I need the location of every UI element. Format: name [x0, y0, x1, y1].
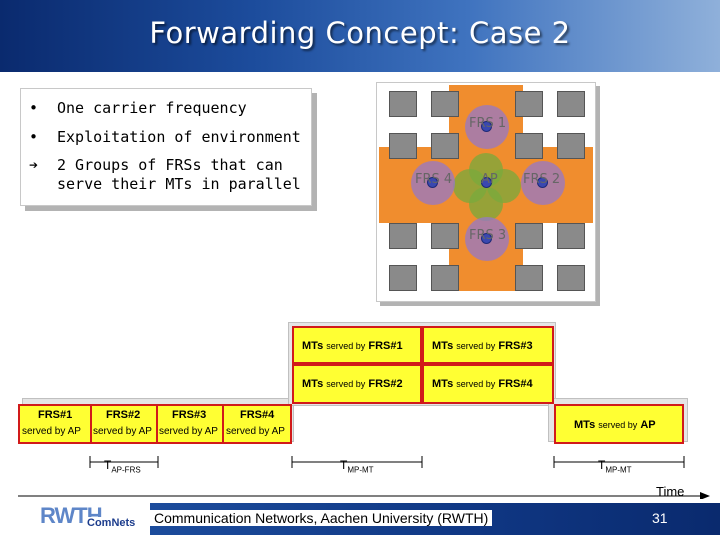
building [389, 265, 417, 291]
slot-frs2-served-by-ap: FRS#2 served by AP [90, 404, 158, 444]
slot-mt-text: MTs served by AP [574, 419, 656, 431]
slot-mt-text: MTs served by FRS#2 [302, 378, 403, 390]
bullet-one-carrier: One carrier frequency [57, 99, 247, 117]
building [515, 91, 543, 117]
slot-mt-small: served by [456, 379, 496, 389]
slot-mt-small: served by [456, 341, 496, 351]
frs4-node [427, 177, 438, 188]
network-diagram: FRS 1 FRS 4 AP FRS 2 FRS 3 [376, 82, 596, 302]
slot-frs1-served-by-ap: FRS#1 served by AP [18, 404, 92, 444]
slot-mt-text: MTs served by FRS#3 [432, 340, 533, 352]
building [389, 91, 417, 117]
slot-frs4-served-by-ap: FRS#4 served by AP [222, 404, 292, 444]
slot-mt-ap: AP [640, 419, 656, 431]
bullet-exploitation: Exploitation of environment [57, 128, 301, 146]
slot-mt-big: MTs [574, 419, 596, 431]
slot-mts-frs4: MTs served by FRS#4 [422, 364, 554, 404]
t-mp-mt-label-2: TMP-MT [598, 458, 632, 474]
ap-node [481, 177, 492, 188]
frs2-label: FRS 2 [523, 172, 561, 187]
slot-mt-small: served by [326, 379, 366, 389]
building [431, 91, 459, 117]
building [515, 223, 543, 249]
title-bar [0, 0, 720, 72]
building [515, 265, 543, 291]
slot-label: FRS#1 [38, 409, 73, 421]
page-number: 31 [652, 510, 668, 526]
building [557, 133, 585, 159]
t-mp-mt-label-1: TMP-MT [340, 458, 374, 474]
time-axis-label: Time [656, 484, 685, 499]
bullet-glyph: • [29, 128, 39, 146]
arrow-line-2: serve their MTs in parallel [57, 175, 301, 193]
timing-arrows [18, 456, 710, 500]
t-sub: AP-FRS [111, 465, 141, 475]
t-sub: MP-MT [347, 465, 374, 475]
building [557, 265, 585, 291]
frs2-node [537, 177, 548, 188]
frs3-label: FRS 3 [469, 228, 507, 243]
slot-label: FRS#4 [240, 409, 275, 421]
t-main: T [598, 458, 606, 472]
t-ap-frs-label: TAP-FRS [104, 458, 141, 474]
slide-title: Forwarding Concept: Case 2 [149, 16, 571, 50]
slot-sub-label: served by AP [159, 426, 218, 437]
slot-label: FRS#3 [172, 409, 207, 421]
bullet-glyph: • [29, 99, 39, 117]
t-main: T [104, 458, 112, 472]
slot-mt-frs: FRS#3 [498, 340, 533, 352]
bullet-box: • One carrier frequency • Exploitation o… [20, 88, 312, 206]
ap-label: AP [481, 172, 498, 187]
slot-mts-ap: MTs served by AP [554, 404, 684, 444]
logo-sub-text: ComNets [86, 517, 137, 529]
building [389, 223, 417, 249]
slot-mt-frs: FRS#2 [368, 378, 403, 390]
slot-label: FRS#2 [106, 409, 141, 421]
slot-mts-frs2: MTs served by FRS#2 [292, 364, 422, 404]
slot-sub-label: served by AP [226, 426, 285, 437]
slot-frs3-served-by-ap: FRS#3 served by AP [156, 404, 224, 444]
building [557, 91, 585, 117]
slot-mt-small: served by [326, 341, 366, 351]
slot-mt-big: MTs [302, 340, 324, 352]
slot-mts-frs3: MTs served by FRS#3 [422, 326, 554, 364]
t-sub: MP-MT [605, 465, 632, 475]
slot-sub-label: served by AP [22, 426, 81, 437]
slot-mt-big: MTs [302, 378, 324, 390]
frs1-node [481, 121, 492, 132]
building [431, 133, 459, 159]
arrow-line-1: 2 Groups of FRSs that can [57, 156, 283, 174]
slot-mt-frs: FRS#1 [368, 340, 403, 352]
slot-mt-frs: FRS#4 [498, 378, 533, 390]
slot-mt-small: served by [598, 420, 638, 430]
building [431, 223, 459, 249]
arrow-icon: ➔ [29, 156, 39, 174]
slot-mts-frs1: MTs served by FRS#1 [292, 326, 422, 364]
building [389, 133, 417, 159]
slot-mt-big: MTs [432, 340, 454, 352]
frs1-label: FRS 1 [469, 116, 507, 131]
slot-mt-text: MTs served by FRS#4 [432, 378, 533, 390]
ap-coverage [487, 169, 521, 203]
building [557, 223, 585, 249]
frs3-node [481, 233, 492, 244]
slot-mt-big: MTs [432, 378, 454, 390]
slot-mt-text: MTs served by FRS#1 [302, 340, 403, 352]
t-main: T [340, 458, 348, 472]
frs4-label: FRS 4 [415, 172, 453, 187]
building [515, 133, 543, 159]
slot-sub-label: served by AP [93, 426, 152, 437]
building [431, 265, 459, 291]
footer-text: Communication Networks, Aachen Universit… [150, 510, 493, 526]
rwth-logo: RWTH ComNets [40, 503, 137, 537]
